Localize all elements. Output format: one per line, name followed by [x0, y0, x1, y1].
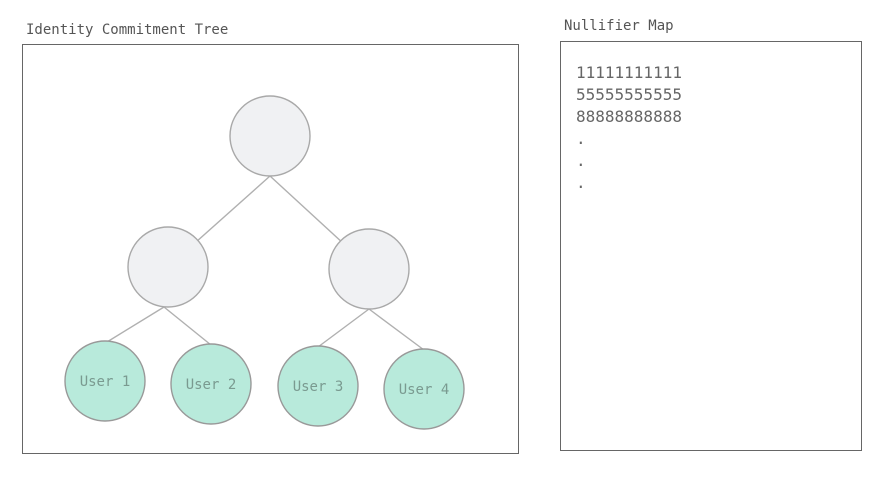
nullifier-entry-list: 11111111111 55555555555 88888888888 . . …	[576, 62, 682, 194]
tree-nodes: User 1 User 2 User 3 User 4	[64, 95, 465, 430]
identity-commitment-tree-panel: User 1 User 2 User 3 User 4	[22, 44, 519, 454]
nullifier-ellipsis: .	[576, 151, 586, 170]
nullifier-ellipsis: .	[576, 173, 586, 192]
tree-panel-title: Identity Commitment Tree	[26, 22, 229, 38]
internal-node	[127, 226, 209, 308]
leaf-node	[383, 348, 465, 430]
leaf-node	[277, 345, 359, 427]
nullifier-entry: 55555555555	[576, 85, 682, 104]
tree-edge	[106, 306, 165, 343]
tree-edge	[163, 306, 212, 346]
leaf-node-label: User 4	[399, 382, 450, 398]
nullifier-entry: 11111111111	[576, 63, 682, 82]
nullifier-entry: 88888888888	[576, 107, 682, 126]
tree-edge	[317, 308, 370, 348]
nullifier-ellipsis: .	[576, 129, 586, 148]
merkle-tree-diagram: User 1 User 2 User 3 User 4	[64, 95, 465, 430]
root-node	[229, 95, 311, 177]
leaf-node-label: User 2	[186, 377, 237, 393]
leaf-node	[170, 343, 252, 425]
nullifier-map-panel: 11111111111 55555555555 88888888888 . . …	[560, 41, 862, 451]
leaf-node-label: User 3	[293, 379, 344, 395]
leaf-node	[64, 340, 146, 422]
tree-edge	[368, 308, 425, 351]
internal-node	[328, 228, 410, 310]
leaf-node-label: User 1	[80, 374, 131, 390]
nullifier-panel-title: Nullifier Map	[564, 18, 674, 34]
